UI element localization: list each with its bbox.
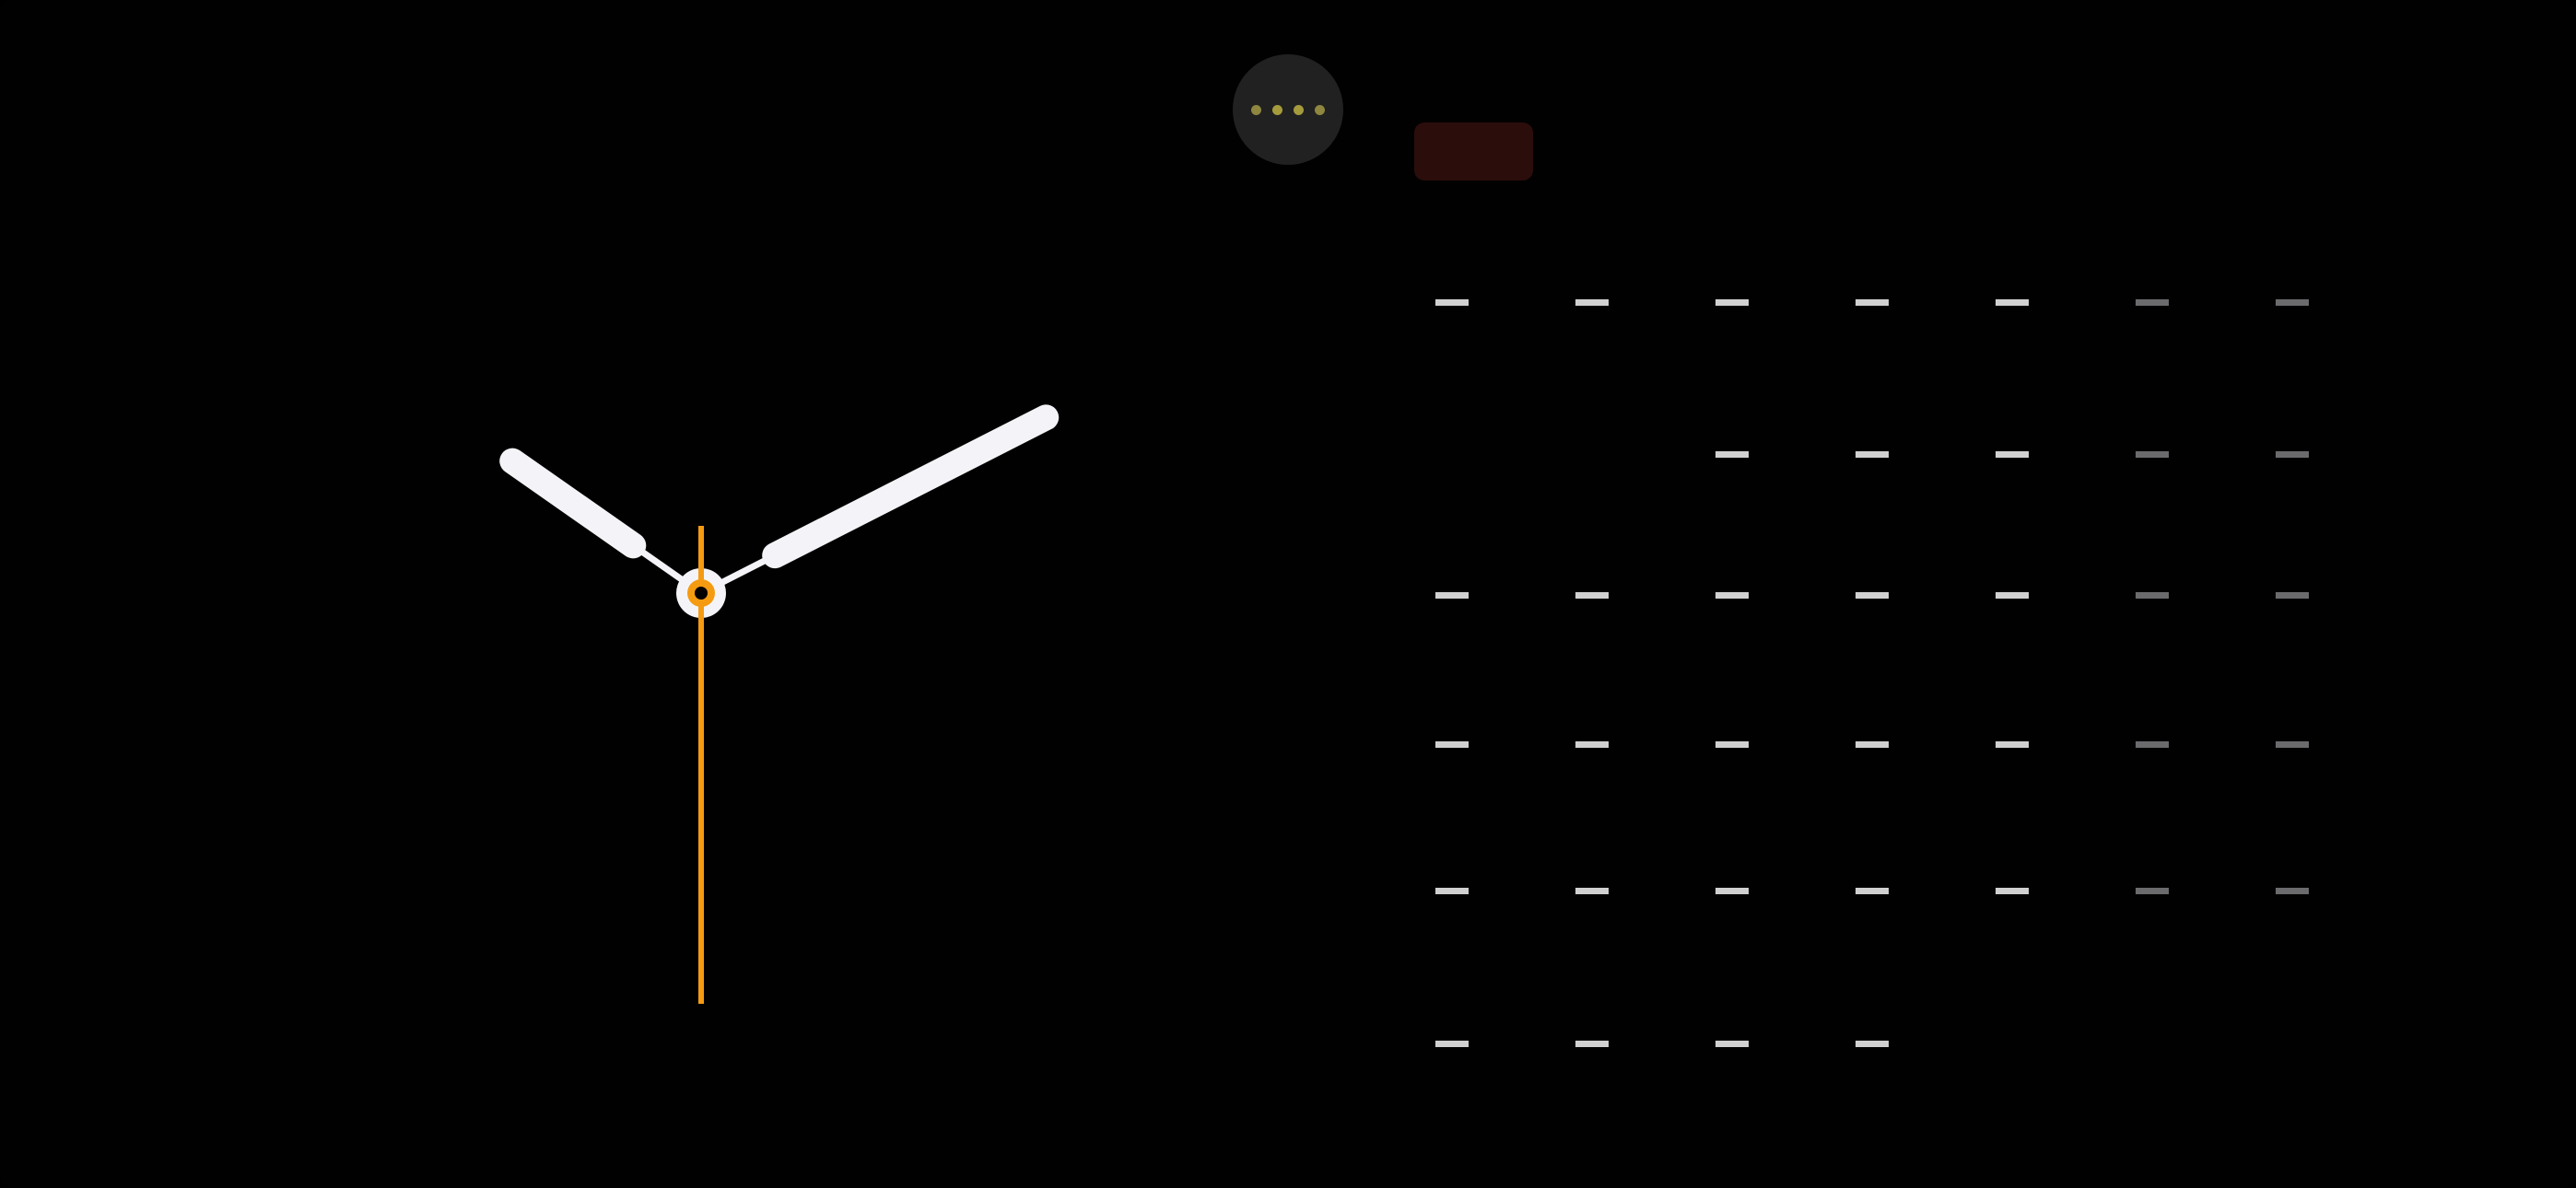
- day-placeholder[interactable]: [2276, 592, 2309, 599]
- day-placeholder[interactable]: [1856, 299, 1889, 306]
- day-placeholder[interactable]: [1575, 592, 1609, 599]
- day-placeholder[interactable]: [1435, 592, 1469, 599]
- day-placeholder[interactable]: [1435, 299, 1469, 306]
- day-placeholder[interactable]: [1856, 1041, 1889, 1047]
- day-placeholder[interactable]: [2276, 888, 2309, 894]
- day-placeholder[interactable]: [1856, 451, 1889, 458]
- day-placeholder[interactable]: [1575, 299, 1609, 306]
- day-placeholder[interactable]: [1856, 888, 1889, 894]
- analog-clock: [499, 404, 1060, 1004]
- day-placeholder[interactable]: [1715, 741, 1749, 748]
- day-placeholder[interactable]: [1575, 741, 1609, 748]
- day-placeholder[interactable]: [1715, 451, 1749, 458]
- day-placeholder[interactable]: [1575, 888, 1609, 894]
- more-options-button[interactable]: [1233, 54, 1343, 165]
- ellipsis-dot-icon: [1315, 104, 1325, 115]
- day-placeholder[interactable]: [1856, 741, 1889, 748]
- day-placeholder[interactable]: [1435, 741, 1469, 748]
- ellipsis-dot-icon: [1251, 104, 1261, 115]
- ellipsis-dot-icon: [1272, 104, 1282, 115]
- day-placeholder[interactable]: [1715, 592, 1749, 599]
- day-placeholder[interactable]: [1715, 888, 1749, 894]
- center-pin: [695, 587, 708, 600]
- minute-hand: [762, 404, 1060, 569]
- day-placeholder[interactable]: [1996, 888, 2029, 894]
- day-placeholder[interactable]: [1856, 592, 1889, 599]
- day-placeholder[interactable]: [1996, 741, 2029, 748]
- day-placeholder[interactable]: [2136, 451, 2169, 458]
- day-placeholder[interactable]: [2136, 592, 2169, 599]
- day-placeholder[interactable]: [1715, 299, 1749, 306]
- day-placeholder[interactable]: [2136, 888, 2169, 894]
- hour-hand: [499, 448, 647, 559]
- day-placeholder[interactable]: [2276, 451, 2309, 458]
- stop-button[interactable]: [1414, 122, 1533, 181]
- day-placeholder[interactable]: [1435, 888, 1469, 894]
- day-placeholder[interactable]: [1996, 592, 2029, 599]
- day-placeholder[interactable]: [2136, 299, 2169, 306]
- day-placeholder[interactable]: [2136, 741, 2169, 748]
- day-placeholder[interactable]: [1996, 299, 2029, 306]
- day-placeholder[interactable]: [1435, 1041, 1469, 1047]
- day-placeholder[interactable]: [1996, 451, 2029, 458]
- day-placeholder[interactable]: [2276, 741, 2309, 748]
- day-placeholder[interactable]: [1715, 1041, 1749, 1047]
- day-placeholder[interactable]: [1575, 1041, 1609, 1047]
- day-placeholder[interactable]: [2276, 299, 2309, 306]
- ellipsis-dot-icon: [1294, 104, 1304, 115]
